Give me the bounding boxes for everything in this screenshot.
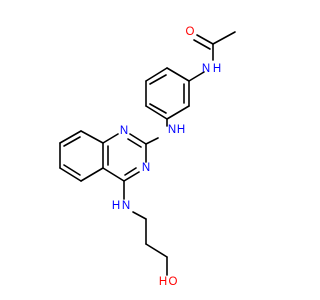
bond-ring1-e-inner: [149, 74, 167, 85]
atom-hydroxyl: H O: [159, 276, 178, 288]
atom-oxygen-carbonyl: O: [186, 26, 195, 38]
molecule-structure: O N H N H N N H N H O: [59, 26, 236, 288]
bond-nh-link-quin: [145, 137, 159, 145]
bond-carbonyl-oxygen: [196, 34, 214, 45]
atom-nh-amine-h: H: [112, 200, 120, 212]
bond-c4a-c4: [102, 167, 125, 182]
structure-canvas: O N H N H N N H N H O: [59, 26, 236, 288]
atom-hydroxyl-h: H: [159, 276, 167, 288]
atom-nh-amide-h: H: [213, 63, 221, 75]
bond-ring1-e: [145, 67, 168, 82]
atom-nh-amine-n: N: [122, 200, 130, 212]
bond-ring1-c-inner: [149, 103, 167, 114]
bond-c4-n3-inner: [124, 167, 137, 176]
atom-hydroxyl-o: O: [169, 276, 178, 288]
bond-c2-n1-inner: [127, 138, 142, 148]
bond-c8-c7-inner: [63, 136, 81, 147]
atom-nh-amine: H N: [112, 200, 130, 212]
bond-c8a-c8: [80, 130, 104, 144]
atom-n1-quinazoline: N: [120, 125, 128, 137]
bond-methyl-carbonyl: [212, 31, 236, 45]
atom-nh-amide-n: N: [202, 63, 210, 75]
bond-ring1-b: [166, 105, 190, 120]
atom-nh-linker-n: N: [168, 124, 176, 136]
bond-c4-n3: [123, 171, 140, 182]
bond-c6-c5: [59, 167, 82, 182]
bond-c5-c4a: [80, 167, 104, 182]
atom-nh-linker: N H: [168, 124, 185, 136]
atom-nh-linker-h: H: [177, 124, 185, 136]
bond-nh-amine-ch2a: [132, 211, 147, 220]
bond-c2-n1: [129, 133, 147, 145]
bond-c8-c7: [59, 130, 82, 144]
bond-amide-n-aryl: [188, 71, 205, 82]
atom-nh-amide: N H: [202, 63, 221, 75]
bond-n1-c8a: [102, 133, 119, 144]
bond-ch2b-ch2c: [145, 243, 168, 258]
atom-n3-quinazoline: N: [142, 162, 150, 174]
bond-carbonyl-oxygen-double: [193, 39, 211, 50]
bond-c6-c5-inner: [63, 164, 81, 176]
bond-ring1-c: [145, 105, 168, 120]
bond-ring1-f: [166, 67, 190, 82]
